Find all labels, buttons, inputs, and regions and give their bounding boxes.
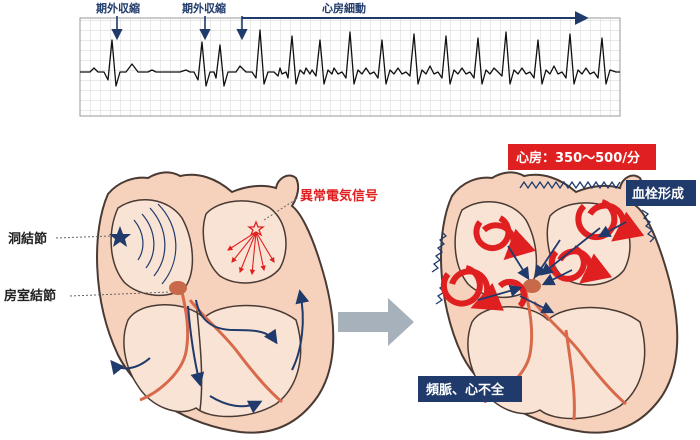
heart-left-ventricles [124,305,301,417]
av-node-left [169,281,187,295]
sa-node-label: 洞結節 [8,231,47,247]
ecg-strip: 期外収縮 期外収縮 心房細動 [80,1,620,116]
outcome-badge: 頻脈、心不全 [418,376,522,402]
thrombus-text: 血栓形成 [632,186,684,202]
abnormal-signal-label: 異常電気信号 [300,188,378,204]
atrial-rate-badge: 心房：350～500/分 [508,144,656,170]
transition-arrow [338,298,414,346]
thrombus-badge: 血栓形成 [626,180,696,206]
heart-normal-conduction: 異常電気信号 洞結節 房室結節 [4,172,378,432]
atrial-rate-text: 心房：350～500/分 [516,150,640,166]
ecg-label-pac-1: 期外収縮 [96,1,140,15]
heart-left-la [203,201,286,283]
av-node-label: 房室結節 [4,288,56,304]
ecg-label-pac-2: 期外収縮 [182,1,226,15]
outcome-text: 頻脈、心不全 [426,382,505,398]
ecg-label-af: 心房細動 [322,1,366,15]
